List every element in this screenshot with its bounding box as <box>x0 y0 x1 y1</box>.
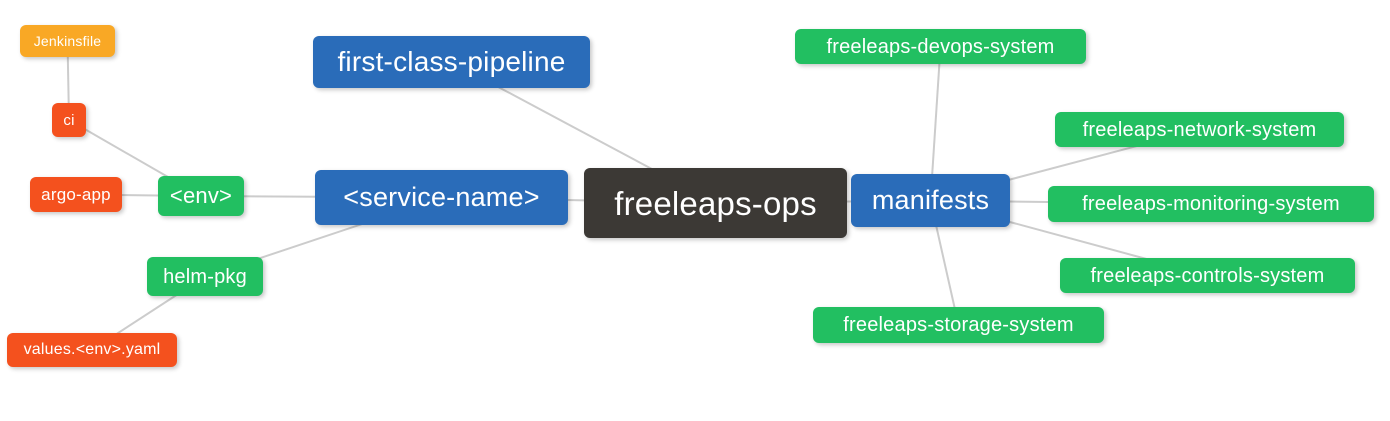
node-ci[interactable]: ci <box>52 103 86 137</box>
node-freeleaps-controls-system[interactable]: freeleaps-controls-system <box>1060 258 1355 293</box>
node-env[interactable]: <env> <box>158 176 244 216</box>
node-service-name[interactable]: <service-name> <box>315 170 568 225</box>
node-freeleaps-storage-system[interactable]: freeleaps-storage-system <box>813 307 1104 343</box>
node-manifests[interactable]: manifests <box>851 174 1010 227</box>
node-helm-pkg[interactable]: helm-pkg <box>147 257 263 296</box>
node-first-class-pipeline[interactable]: first-class-pipeline <box>313 36 590 88</box>
node-freeleaps-ops-root[interactable]: freeleaps-ops <box>584 168 847 238</box>
node-values-env-yaml[interactable]: values.<env>.yaml <box>7 333 177 367</box>
node-jenkinsfile[interactable]: Jenkinsfile <box>20 25 115 57</box>
node-freeleaps-monitoring-system[interactable]: freeleaps-monitoring-system <box>1048 186 1374 222</box>
node-argo-app[interactable]: argo-app <box>30 177 122 212</box>
node-freeleaps-network-system[interactable]: freeleaps-network-system <box>1055 112 1344 147</box>
node-freeleaps-devops-system[interactable]: freeleaps-devops-system <box>795 29 1086 64</box>
